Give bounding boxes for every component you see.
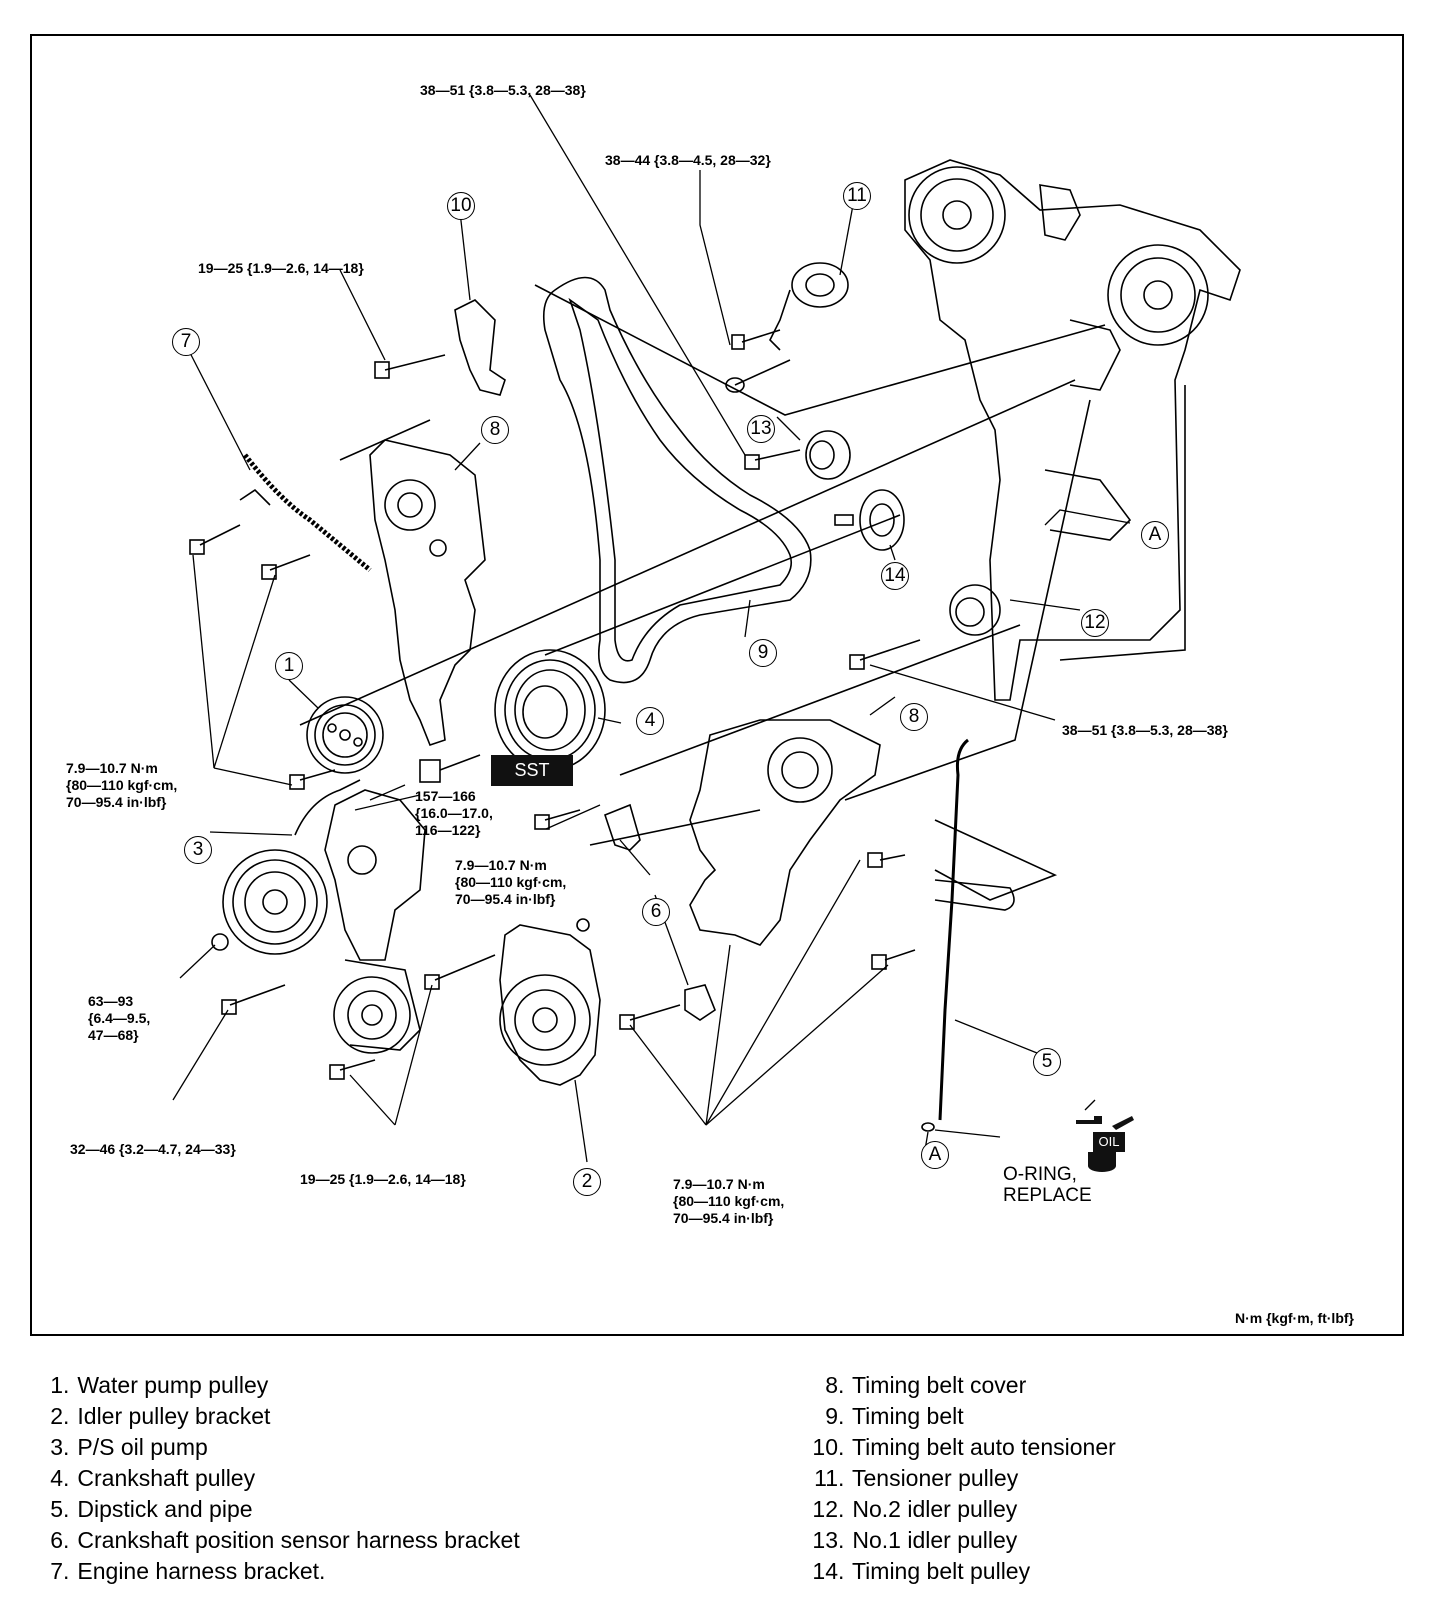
legend-item: 10. Timing belt auto tensioner bbox=[812, 1434, 1116, 1460]
ps-oil-pump bbox=[324, 789, 426, 961]
callout-5: 5 bbox=[1033, 1048, 1061, 1076]
sst-tag: SST bbox=[491, 755, 573, 786]
torque-label-tensioner-bolt: 38—44 {3.8—4.5, 28—32} bbox=[605, 152, 771, 168]
callout-6: 6 bbox=[642, 898, 670, 926]
lower-timing-belt-cover bbox=[689, 719, 881, 946]
camshaft-sprocket-2 bbox=[1107, 244, 1209, 346]
o-ring-replace-note: O-RING, REPLACE bbox=[1003, 1164, 1092, 1206]
callout-13: 13 bbox=[747, 415, 775, 443]
no1-idler-pulley bbox=[805, 430, 851, 480]
legend-item: 1. Water pump pulley bbox=[50, 1372, 269, 1398]
timing-belt bbox=[542, 276, 812, 684]
crankshaft-position-sensor-harness-bracket bbox=[604, 803, 641, 851]
ps-pump-pulley bbox=[222, 849, 328, 955]
torque-label-no1-idler-bolt: 38—51 {3.8—5.3, 28—38} bbox=[420, 82, 586, 98]
callout-11: 11 bbox=[843, 182, 871, 210]
callout-1: 1 bbox=[275, 652, 303, 680]
oil-can-icon bbox=[1076, 1116, 1134, 1172]
torque-label-idler-bracket-bolts: 19—25 {1.9—2.6, 14—18} bbox=[300, 1171, 466, 1187]
water-pump-pulley bbox=[306, 696, 384, 774]
callout-8-upper: 8 bbox=[481, 416, 509, 444]
legend-item: 11. Tensioner pulley bbox=[814, 1465, 1019, 1491]
engine-block bbox=[904, 159, 1241, 701]
callout-8-lower: 8 bbox=[900, 703, 928, 731]
legend-item: 4. Crankshaft pulley bbox=[50, 1465, 256, 1491]
torque-label-no2-idler-bolt: 38—51 {3.8—5.3, 28—38} bbox=[1062, 722, 1228, 738]
legend-item: 2. Idler pulley bracket bbox=[50, 1403, 271, 1429]
torque-label-ps-pulley-nut: 63—93 {6.4—9.5, 47—68} bbox=[88, 993, 151, 1043]
legend-item: 12. No.2 idler pulley bbox=[812, 1496, 1018, 1522]
callout-14: 14 bbox=[881, 562, 909, 590]
callout-a-upper: A bbox=[1141, 521, 1169, 549]
tensioner-pulley bbox=[791, 262, 849, 308]
legend-item: 7. Engine harness bracket. bbox=[50, 1558, 326, 1584]
torque-label-ps-pump-bolt: 32—46 {3.2—4.7, 24—33} bbox=[70, 1141, 236, 1157]
upper-timing-belt-cover bbox=[369, 439, 486, 746]
legend-right: 8. Timing belt cover 9. Timing belt 10. … bbox=[802, 1370, 1116, 1587]
engine-harness-bracket bbox=[243, 453, 372, 572]
legend-item: 6. Crankshaft position sensor harness br… bbox=[50, 1527, 520, 1553]
callout-12: 12 bbox=[1081, 609, 1109, 637]
oil-tag: OIL bbox=[1093, 1132, 1125, 1152]
legend-left: 1. Water pump pulley 2. Idler pulley bra… bbox=[41, 1370, 520, 1587]
no2-idler-pulley bbox=[949, 584, 1001, 636]
camshaft-sprocket-1 bbox=[908, 166, 1006, 264]
callout-7: 7 bbox=[172, 328, 200, 356]
legend-item: 9. Timing belt bbox=[825, 1403, 964, 1429]
timing-belt-pulley bbox=[859, 489, 905, 551]
legend-item: 8. Timing belt cover bbox=[825, 1372, 1027, 1398]
units-note: N·m {kgf·m, ft·lbf} bbox=[1235, 1310, 1354, 1326]
legend-item: 5. Dipstick and pipe bbox=[50, 1496, 253, 1522]
legend-item: 13. No.1 idler pulley bbox=[812, 1527, 1018, 1553]
torque-label-harness-bracket-bolt: 7.9—10.7 N·m {80—110 kgf·cm, 70—95.4 in·… bbox=[455, 857, 567, 907]
torque-label-lower-cover-bolts: 7.9—10.7 N·m {80—110 kgf·cm, 70—95.4 in·… bbox=[673, 1176, 785, 1226]
bolts bbox=[189, 329, 921, 1080]
torque-label-upper-cover-bolts: 7.9—10.7 N·m {80—110 kgf·cm, 70—95.4 in·… bbox=[66, 760, 178, 810]
torque-label-crankshaft-pulley-bolt: 157—166 {16.0—17.0, 116—122} bbox=[415, 788, 493, 838]
idler-pulley-bracket bbox=[499, 924, 601, 1086]
dipstick-and-pipe bbox=[938, 738, 969, 1121]
callout-2: 2 bbox=[573, 1168, 601, 1196]
diagram-frame bbox=[30, 34, 1404, 1336]
torque-label-auto-tensioner-bolt: 19—25 {1.9—2.6, 14—18} bbox=[198, 260, 364, 276]
legend-item: 3. P/S oil pump bbox=[50, 1434, 208, 1460]
callout-10: 10 bbox=[447, 192, 475, 220]
crankshaft-pulley bbox=[494, 649, 606, 771]
leader-lines bbox=[172, 94, 1131, 1163]
callout-a-lower: A bbox=[921, 1141, 949, 1169]
callout-9: 9 bbox=[749, 639, 777, 667]
callout-4: 4 bbox=[636, 707, 664, 735]
legend-item: 14. Timing belt pulley bbox=[812, 1558, 1031, 1584]
exploded-view-drawing bbox=[172, 94, 1241, 1163]
timing-belt-auto-tensioner bbox=[454, 299, 506, 396]
callout-3: 3 bbox=[184, 836, 212, 864]
